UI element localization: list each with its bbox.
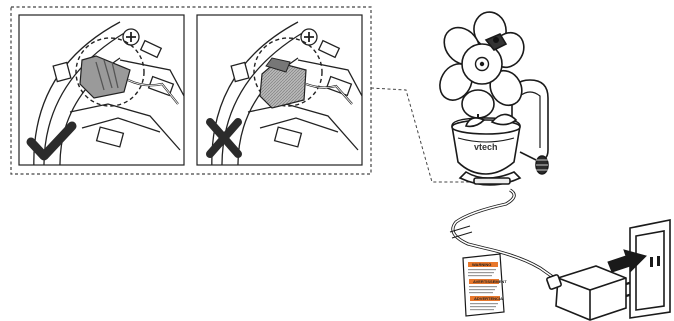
- cross-mark-icon: [206, 118, 242, 158]
- plug-connector-unseated: [259, 57, 353, 109]
- incorrect-connection-panel: [196, 14, 363, 166]
- warning-tag-line-3: ADVERTENCIA: [474, 296, 503, 301]
- warning-tag-line-2: AVERTISSEMENT: [473, 279, 507, 284]
- camera-brand-label: vtech: [474, 142, 498, 152]
- correct-connection-panel: [18, 14, 185, 166]
- check-mark-icon: [26, 121, 77, 161]
- warning-tag-line-1: WARNING: [472, 262, 491, 267]
- insert-arrow-icon: [607, 249, 647, 274]
- warning-triangle-icon: [468, 262, 500, 301]
- leader-line: [370, 87, 478, 183]
- warning-tag: WARNING AVERTISSEMENT ADVERTENCIA: [462, 253, 507, 317]
- baby-monitor-camera: [439, 11, 549, 186]
- wall-outlet: [629, 219, 671, 319]
- power-adapter: [546, 265, 637, 321]
- plug-connector-seated: [79, 55, 179, 105]
- inset-dashed-frame: [10, 6, 372, 175]
